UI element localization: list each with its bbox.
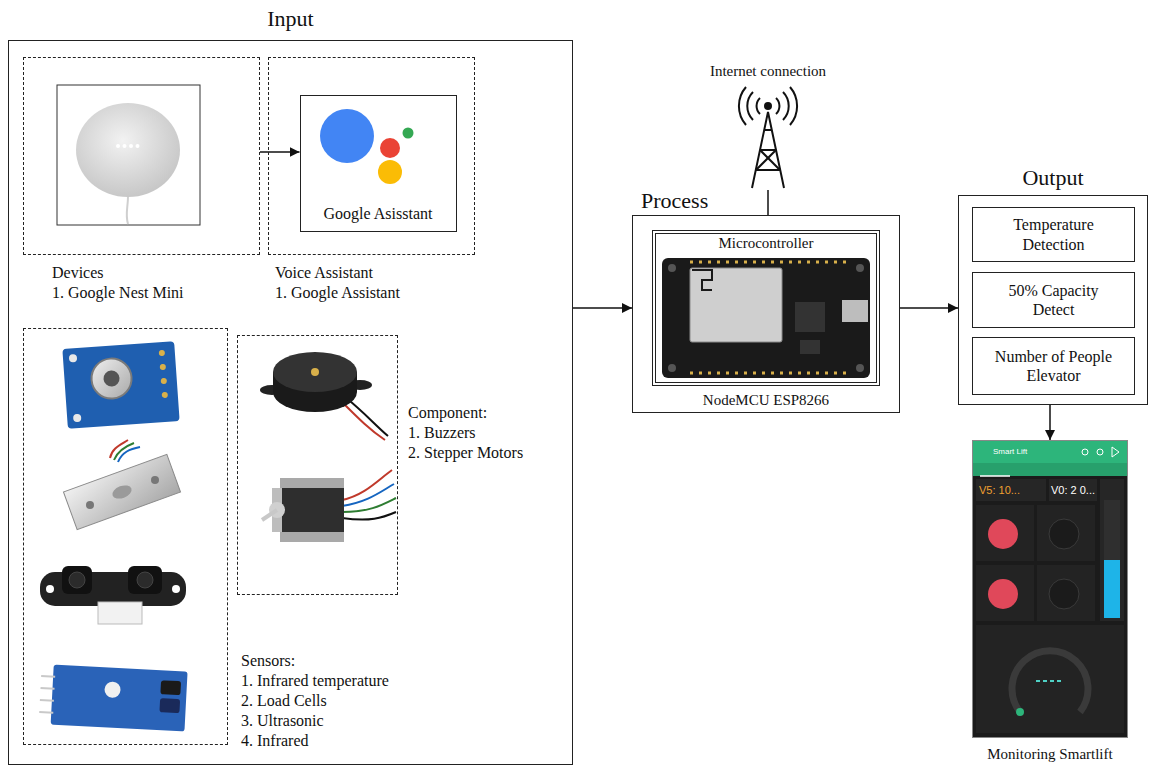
assistant-group: Google AsisstantVoice Assistant1. Google… [268, 57, 475, 255]
box-heading: Input [9, 6, 572, 32]
sensor-group: Sensors:1. Infrared temperature2. Load C… [23, 328, 228, 745]
box-heading: Google Asisstant [301, 204, 456, 223]
box-heading: Monitoring Smartlift [973, 745, 1127, 763]
device-group: Devices1. Google Nest Mini [23, 57, 260, 255]
output-box: Temperature Detection 50% Capacity Detect… [958, 195, 1148, 405]
box-text: 2. Load Cells [241, 691, 327, 710]
box-heading: Sensors: [241, 651, 295, 670]
component-group: Component:1. Buzzers2. Stepper Motors [237, 335, 398, 595]
screen-title: Smart Lift [993, 447, 1027, 456]
internet-antenna: Internet connection [690, 62, 846, 190]
process-box: MicrocontrollerNodeMCU ESP8266Process [632, 215, 900, 413]
box-heading: Temperature Detection [990, 215, 1118, 253]
output-item: Number of People Elevator [972, 337, 1135, 395]
box-text: 2. Stepper Motors [408, 443, 523, 462]
antenna-tower [739, 87, 797, 188]
box-text: 1. Infrared temperature [241, 671, 389, 690]
screen-value: V0: 2 0... [1051, 484, 1095, 497]
load-cell [63, 440, 180, 530]
connector-arrow [573, 307, 632, 309]
box-text: 4. Infrared [241, 731, 309, 750]
box-heading: Microcontroller [656, 234, 876, 252]
box-heading: Internet connection [690, 62, 846, 80]
nodemcu-board [662, 258, 870, 378]
output-item: Temperature Detection [972, 207, 1135, 262]
box-heading: Voice Assistant [275, 263, 373, 282]
screen-value: V5: 10... [979, 484, 1020, 497]
box-heading: Devices [52, 263, 104, 282]
ir-module [39, 664, 188, 732]
box-heading: Process [641, 188, 708, 214]
assistant-box: Google Asisstant [300, 95, 457, 232]
connector-arrow [900, 307, 958, 309]
microcontroller-box: MicrocontrollerNodeMCU ESP8266 [652, 230, 880, 386]
assistant-logo [320, 109, 414, 184]
box-heading: 50% Capacity Detect [990, 281, 1118, 319]
group-box: Devices1. Google Nest MiniGoogle Asissta… [8, 40, 573, 765]
box-heading: Number of People Elevator [990, 347, 1118, 385]
app-screenshot [973, 441, 1127, 737]
connector-arrow [1049, 405, 1051, 440]
box-heading: Component: [408, 403, 487, 422]
output-item: 50% Capacity Detect [972, 272, 1135, 328]
box-text: 3. Ultrasonic [241, 711, 324, 730]
box-heading: Output [959, 165, 1147, 191]
distance-sensor [40, 566, 186, 624]
box-text: 1. Google Nest Mini [52, 283, 184, 302]
connector-arrow [260, 151, 300, 153]
connector-line [767, 190, 769, 215]
box-text: 1. Buzzers [408, 423, 476, 442]
buzzer [260, 352, 388, 440]
stepper-motor [262, 470, 396, 542]
box-text: 1. Google Assistant [275, 283, 400, 302]
nest-mini-picture [57, 85, 200, 225]
ir-temperature-board [62, 341, 179, 429]
box-text: NodeMCU ESP8266 [656, 391, 876, 409]
